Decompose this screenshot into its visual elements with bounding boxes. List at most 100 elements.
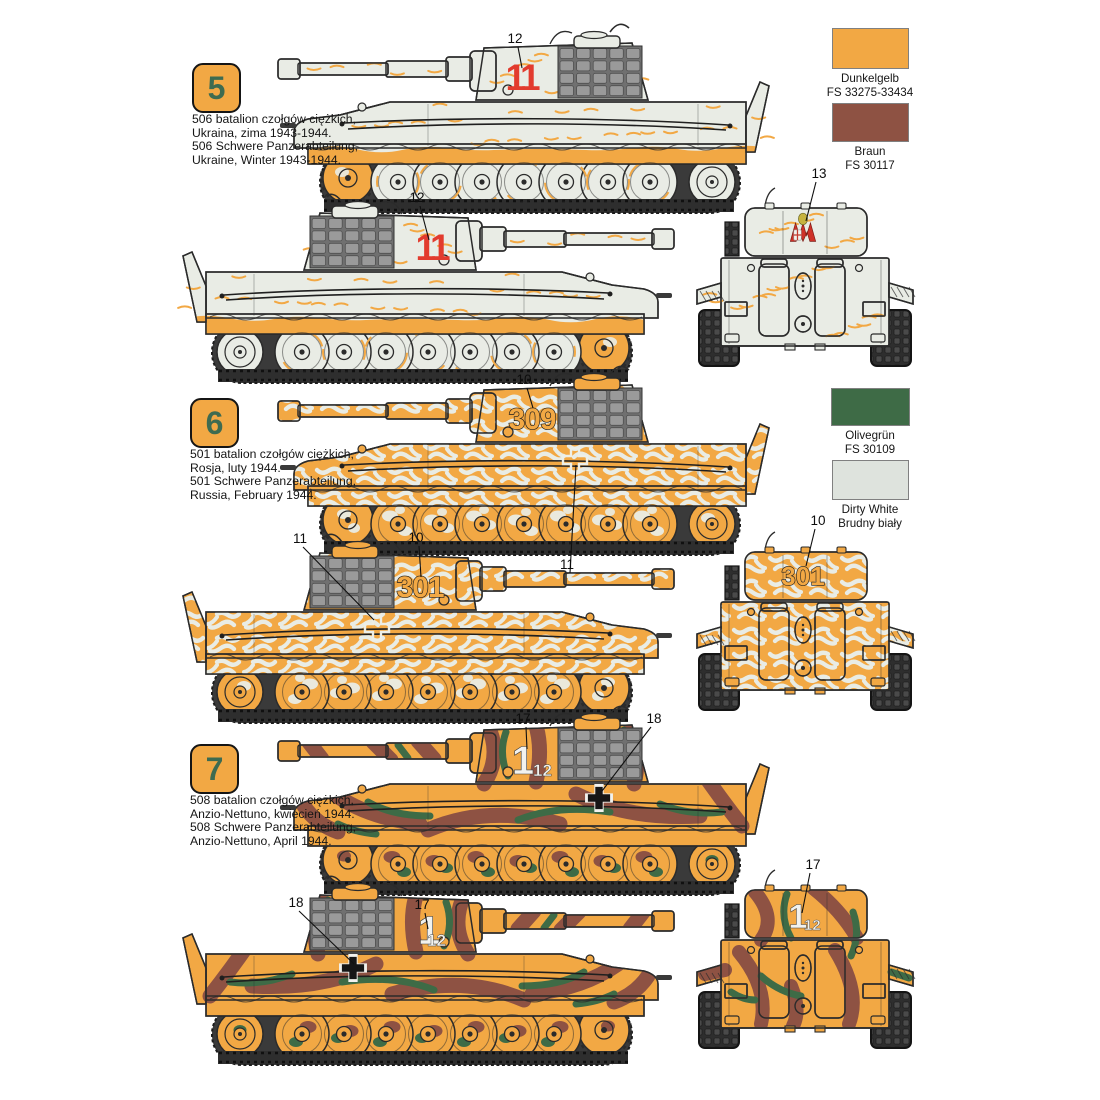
headlight bbox=[357, 784, 367, 794]
headlight bbox=[585, 612, 595, 622]
color-swatch-dirty-white bbox=[831, 460, 909, 500]
turret-number: 1 bbox=[418, 909, 440, 953]
caption-line: Rosja, luty 1944. bbox=[190, 460, 281, 475]
hatch-handle bbox=[322, 533, 343, 543]
turret-number: 11 bbox=[505, 57, 540, 98]
caption-section-5: 506 batalion czołgów ciężkich, Ukraina, … bbox=[192, 112, 358, 167]
caption-line: 506 Schwere Panzerabteilung, bbox=[192, 139, 358, 154]
caption-line: Ukraine, Winter 1943-1944. bbox=[192, 152, 342, 167]
legend-item-olivegruen: Olivegrün FS 30109 bbox=[790, 388, 950, 456]
color-swatch-olivegruen bbox=[830, 388, 910, 426]
callout-label-12: 12 bbox=[409, 189, 425, 205]
balkenkreuz-outline bbox=[363, 614, 391, 642]
antenna bbox=[379, 200, 403, 215]
legend-label: Dirty White Brudny biały bbox=[790, 503, 950, 530]
tail-light bbox=[854, 945, 864, 955]
section-badge-6: 6 bbox=[190, 398, 239, 448]
balkenkreuz-outline bbox=[561, 446, 589, 474]
caption-line: 506 batalion czołgów ciężkich, bbox=[192, 112, 356, 126]
tank-illustration-5b: 11 bbox=[177, 193, 675, 384]
hull-mg bbox=[656, 975, 672, 980]
color-code: FS 33275-33434 bbox=[826, 85, 914, 99]
color-swatch-braun bbox=[831, 103, 909, 142]
tail-light bbox=[854, 607, 864, 617]
balkenkreuz-cross bbox=[585, 784, 613, 812]
hatch-handle bbox=[322, 875, 343, 885]
color-name: Olivegrün bbox=[845, 429, 895, 442]
tank-illustration-7r: 112 bbox=[696, 869, 916, 1049]
callout-label-12: 12 bbox=[507, 30, 523, 46]
caption-line: 501 Schwere Panzerabteilung, bbox=[190, 474, 356, 489]
antenna bbox=[549, 30, 573, 45]
legend-item-braun: Braun FS 30117 bbox=[790, 103, 950, 172]
section-number: 5 bbox=[207, 69, 226, 106]
callout-label-10: 10 bbox=[516, 371, 532, 387]
hull-mg bbox=[656, 633, 672, 638]
caption-line: Anzio-Nettuno, April 1944. bbox=[190, 833, 332, 848]
tail-light bbox=[746, 607, 756, 617]
turret-number: 1 bbox=[512, 739, 534, 783]
balkenkreuz-cross bbox=[339, 954, 367, 982]
hull-mg bbox=[656, 293, 672, 298]
legend-item-dirty-white: Dirty White Brudny biały bbox=[790, 460, 950, 530]
callout-label-17: 17 bbox=[515, 710, 531, 726]
hatch-handle bbox=[609, 705, 630, 715]
caption-line: Anzio-Nettuno, kwiecień 1944. bbox=[190, 806, 355, 821]
callout-label-11: 11 bbox=[559, 556, 575, 572]
turret-number: 301 bbox=[396, 571, 443, 604]
legend-label: Dunkelgelb FS 33275-33434 bbox=[790, 72, 950, 99]
tank-illustration-7a: 112 bbox=[277, 705, 770, 896]
turret-number-sub: 12 bbox=[533, 761, 552, 780]
callout-label-18: 18 bbox=[646, 710, 662, 726]
turret-number: 11 bbox=[415, 227, 450, 268]
caption-line: 501 batalion czołgów ciężkich, bbox=[190, 447, 354, 461]
tank-illustration-6a: 309 bbox=[277, 365, 770, 556]
section-badge-5: 5 bbox=[192, 63, 241, 113]
headlight bbox=[357, 444, 367, 454]
section-number: 6 bbox=[205, 404, 224, 441]
turret-number-sub: 12 bbox=[804, 917, 821, 934]
hull-mg bbox=[280, 465, 296, 470]
callout-label-10: 10 bbox=[810, 512, 826, 528]
antenna bbox=[549, 712, 573, 727]
hatch-handle bbox=[322, 193, 343, 203]
color-swatch-dunkelgelb bbox=[831, 28, 909, 69]
caption-line: 508 batalion czołgów ciężkich, bbox=[190, 793, 354, 807]
callout-label-17: 17 bbox=[414, 896, 430, 912]
caption-line: Ukraina, zima 1943-1944. bbox=[192, 125, 332, 140]
hull-mg bbox=[280, 123, 296, 128]
callout-label-13: 13 bbox=[811, 165, 827, 181]
legend-item-dunkelgelb: Dunkelgelb FS 33275-33434 bbox=[790, 28, 950, 99]
callout-label-10: 10 bbox=[408, 529, 424, 545]
headlight bbox=[585, 272, 595, 282]
caption-section-7: 508 batalion czołgów ciężkich, Anzio-Net… bbox=[190, 793, 356, 848]
headlight bbox=[357, 102, 367, 112]
color-code: FS 30109 bbox=[844, 442, 896, 456]
color-name: Dunkelgelb bbox=[840, 72, 899, 85]
tank-illustration-5r bbox=[696, 187, 916, 367]
callout-label-17: 17 bbox=[805, 856, 821, 872]
tank-illustration-5a: 11 bbox=[277, 23, 775, 214]
callout-label-18: 18 bbox=[288, 894, 304, 910]
legend-label: Olivegrün FS 30109 bbox=[790, 429, 950, 456]
tail-light bbox=[746, 263, 756, 273]
turret-number-sub: 12 bbox=[427, 931, 446, 950]
tail-light bbox=[746, 945, 756, 955]
color-name: Braun bbox=[854, 145, 886, 158]
antenna bbox=[379, 882, 403, 897]
tank-illustration-6r: 301 bbox=[696, 531, 916, 711]
section-number: 7 bbox=[205, 750, 224, 787]
hatch-handle bbox=[609, 23, 630, 33]
tank-illustration-6b: 301 bbox=[182, 533, 675, 724]
color-name: Dirty White bbox=[841, 503, 899, 516]
caption-section-6: 501 batalion czołgów ciężkich, Rosja, lu… bbox=[190, 447, 356, 502]
unit-insignia-506 bbox=[789, 212, 817, 243]
turret-number: 309 bbox=[508, 403, 555, 436]
tank-illustration-7b: 112 bbox=[182, 875, 675, 1066]
hull-mg bbox=[280, 805, 296, 810]
callout-label-11: 11 bbox=[292, 530, 308, 546]
caption-line: Russia, February 1944. bbox=[190, 487, 317, 502]
headlight bbox=[585, 954, 595, 964]
